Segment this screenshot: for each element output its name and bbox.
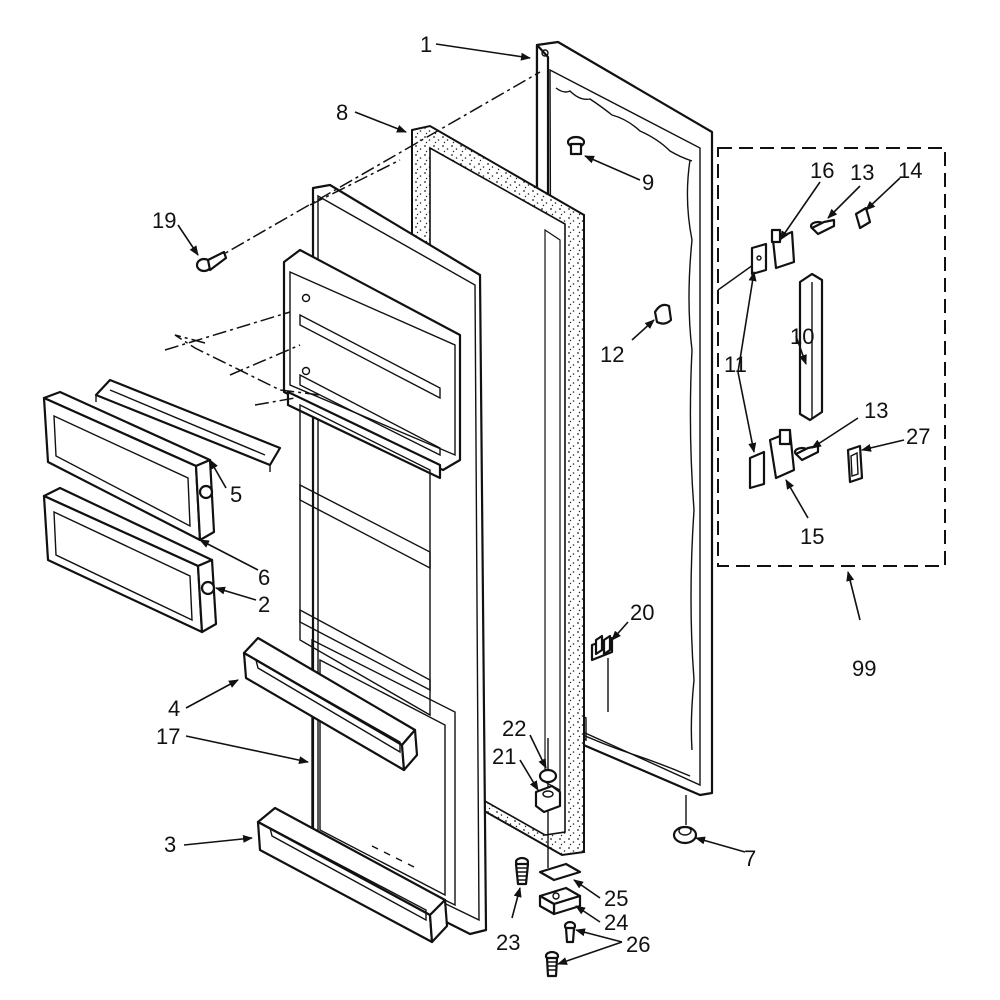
inner-door-liner (282, 183, 488, 936)
bottom-door-shelf (256, 806, 449, 944)
callout-labels: 1 8 9 19 12 5 6 2 4 17 3 20 22 21 23 25 … (152, 32, 930, 957)
clip-part (653, 303, 673, 325)
callout-24: 24 (604, 910, 628, 935)
callout-23: 23 (496, 930, 520, 955)
door-shelf (242, 636, 419, 772)
callout-9: 9 (642, 170, 654, 195)
hardware-parts (195, 135, 698, 978)
callout-17: 17 (156, 724, 180, 749)
handle-kit-box (717, 147, 946, 567)
callout-14: 14 (898, 158, 922, 183)
hinge-shim-part (538, 862, 582, 882)
callout-8: 8 (336, 100, 348, 125)
upper-door-bin (42, 390, 216, 542)
hinge-plate-part (538, 886, 582, 916)
callout-5: 5 (230, 482, 242, 507)
bushing-part (672, 825, 698, 845)
hinge-block-part (534, 784, 562, 814)
callout-27: 27 (906, 424, 930, 449)
callout-22: 22 (502, 716, 526, 741)
callout-7: 7 (744, 846, 756, 871)
callout-12: 12 (600, 342, 624, 367)
hinge-bracket-part (590, 634, 614, 662)
callout-11: 11 (724, 352, 747, 377)
bin-cover (94, 378, 282, 472)
hinge-screws-part (544, 920, 577, 978)
callout-99: 99 (852, 656, 876, 681)
callout-2: 2 (258, 592, 270, 617)
washer-part (538, 768, 558, 784)
callout-15: 15 (800, 524, 824, 549)
callout-19: 19 (152, 208, 176, 233)
callout-leaders (177, 43, 905, 965)
callout-20: 20 (630, 600, 654, 625)
callout-1: 1 (420, 32, 432, 57)
callout-3: 3 (164, 832, 176, 857)
callout-25: 25 (604, 886, 628, 911)
callout-6: 6 (258, 565, 270, 590)
screw-part (195, 250, 228, 273)
callout-10: 10 (790, 324, 814, 349)
lower-door-bin (42, 486, 218, 634)
callout-21: 21 (492, 744, 516, 769)
callout-16: 16 (810, 158, 834, 183)
callout-13-lower: 13 (864, 398, 888, 423)
screw-part-lower (514, 856, 530, 886)
callout-4: 4 (168, 696, 180, 721)
plug-part (566, 135, 586, 156)
callout-26: 26 (626, 932, 650, 957)
callout-13-top: 13 (850, 160, 874, 185)
